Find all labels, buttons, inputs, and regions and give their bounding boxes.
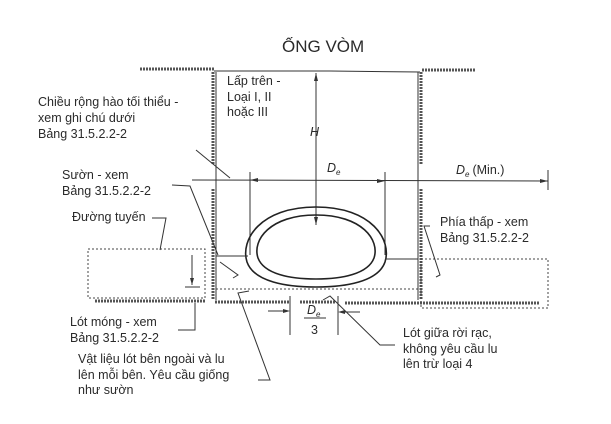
label-haunch: Sườn - xem Bảng 31.5.2.2-2	[62, 168, 151, 198]
svg-text:Chiều rộng hào tối thiểu -: Chiều rộng hào tối thiểu -	[38, 95, 178, 109]
svg-text:lên trừ loại 4: lên trừ loại 4	[403, 357, 473, 371]
svg-text:Bảng 31.5.2.2-2: Bảng 31.5.2.2-2	[440, 231, 529, 245]
svg-text:như sườn: như sườn	[78, 383, 134, 397]
svg-text:Loại I, II: Loại I, II	[227, 90, 271, 104]
label-backfill: Lấp trên - Loại I, II hoặc III	[227, 74, 281, 119]
width-dimension	[191, 170, 549, 255]
svg-text:xem ghi chú dưới: xem ghi chú dưới	[38, 111, 135, 125]
de-label: De	[327, 161, 341, 177]
haunch-zone-left	[87, 248, 206, 299]
h-label: H	[310, 125, 320, 139]
label-outer-bedding: Vật liệu lót bên ngoài và lu lên mỗi bên…	[78, 352, 229, 397]
svg-text:hoặc III: hoặc III	[227, 105, 268, 119]
label-springline: Đường tuyến	[72, 210, 146, 224]
trench-bottom	[95, 299, 540, 305]
de-third-dimension	[268, 296, 360, 335]
label-bedding: Lót móng - xem Bảng 31.5.2.2-2	[70, 315, 159, 345]
label-min-trench-width: Chiều rộng hào tối thiểu - xem ghi chú d…	[38, 95, 178, 141]
svg-text:Lót giữa rời rạc,: Lót giữa rời rạc,	[403, 326, 492, 340]
ground-surface	[140, 67, 476, 73]
de-third-numerator: De	[307, 303, 321, 319]
svg-text:Bảng 31.5.2.2-2: Bảng 31.5.2.2-2	[70, 331, 159, 345]
de-min-label: De(Min.)	[456, 163, 504, 179]
label-lower-side: Phía thấp - xem Bảng 31.5.2.2-2	[440, 215, 529, 245]
svg-text:Lót móng - xem: Lót móng - xem	[70, 315, 157, 329]
svg-text:Sườn - xem: Sườn - xem	[62, 168, 129, 182]
svg-text:Lấp trên -: Lấp trên -	[227, 74, 281, 88]
svg-text:Bảng 31.5.2.2-2: Bảng 31.5.2.2-2	[62, 184, 151, 198]
svg-text:Bảng 31.5.2.2-2: Bảng 31.5.2.2-2	[38, 127, 127, 141]
svg-text:không yêu cầu lu: không yêu cầu lu	[403, 342, 498, 356]
de-third-denominator: 3	[311, 323, 318, 337]
diagram-title: ỐNG VÒM	[282, 36, 364, 56]
lower-side-zone-right	[420, 258, 549, 309]
pipe-arch	[244, 206, 388, 288]
bedding-thickness-marker	[185, 255, 200, 288]
svg-text:Phía thấp - xem: Phía thấp - xem	[440, 215, 528, 229]
svg-text:Vật liệu lót bên ngoài và lu: Vật liệu lót bên ngoài và lu	[78, 352, 225, 366]
cover-height-dimension	[314, 73, 318, 225]
trench-walls	[211, 72, 423, 300]
leader-lines	[152, 149, 441, 381]
svg-text:lên mỗi bên. Yêu cầu giống: lên mỗi bên. Yêu cầu giống	[78, 367, 229, 382]
label-middle-bedding: Lót giữa rời rạc, không yêu cầu lu lên t…	[403, 326, 498, 371]
